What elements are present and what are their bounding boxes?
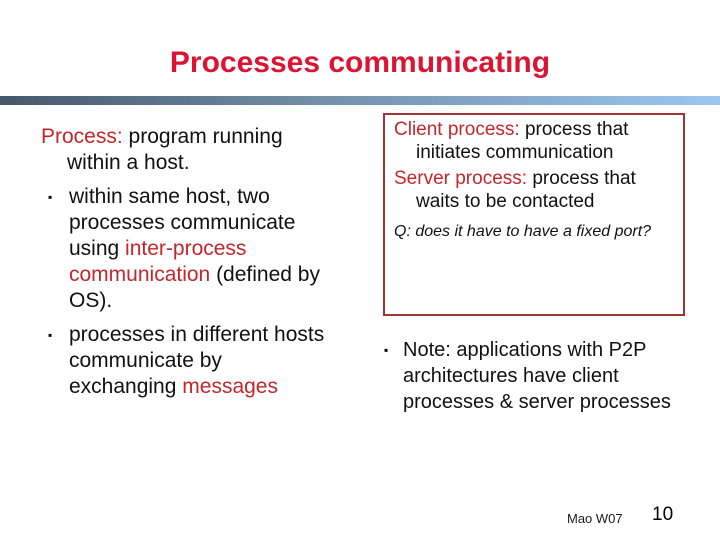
text-segment: (defined by OS). [69, 263, 320, 312]
footer-credit: Mao W07 [567, 511, 623, 526]
title-divider-bar [0, 96, 720, 105]
definition-box: Client process: process that initiates c… [383, 113, 685, 316]
definition-text: program running within a host. [67, 125, 283, 174]
bullet-item-different-hosts: ▪ processes in different hosts communica… [41, 322, 333, 400]
client-term: Client process: [394, 119, 520, 140]
left-column: Process: program running within a host. … [41, 124, 341, 408]
definition-term: Process: [41, 125, 123, 148]
client-text: process that initiates communication [416, 119, 629, 163]
page-number: 10 [652, 504, 674, 525]
highlight-text: inter-process communication [69, 237, 247, 286]
text-segment: processes in different hosts communicate… [69, 323, 325, 398]
client-process-definition: Client process: process that initiates c… [394, 118, 650, 164]
text-segment: within same host, two processes communic… [69, 185, 296, 260]
server-process-definition: Server process: process that waits to be… [394, 167, 650, 213]
process-definition: Process: program running within a host. [41, 124, 339, 176]
server-text: process that waits to be contacted [416, 168, 636, 212]
question-note: Q: does it have to have a fixed port? [394, 222, 658, 242]
note-item: ▪ Note: applications with P2P architectu… [384, 337, 671, 415]
bullet-square-icon: ▪ [48, 328, 53, 342]
question-prefix: Q: [394, 223, 416, 240]
bullet-text: processes in different hosts communicate… [69, 323, 324, 398]
bullet-item-same-host: ▪ within same host, two processes commun… [41, 184, 333, 314]
highlight-text: messages [182, 375, 278, 398]
note-text: Note: applications with P2P architecture… [403, 339, 671, 413]
slide-title: Processes communicating [169, 46, 551, 79]
bullet-text: within same host, two processes communic… [69, 185, 320, 312]
server-term: Server process: [394, 168, 528, 189]
question-text: does it have to have a fixed port? [415, 223, 652, 240]
bullet-square-icon: ▪ [48, 190, 53, 204]
bullet-square-icon: ▪ [384, 343, 389, 357]
